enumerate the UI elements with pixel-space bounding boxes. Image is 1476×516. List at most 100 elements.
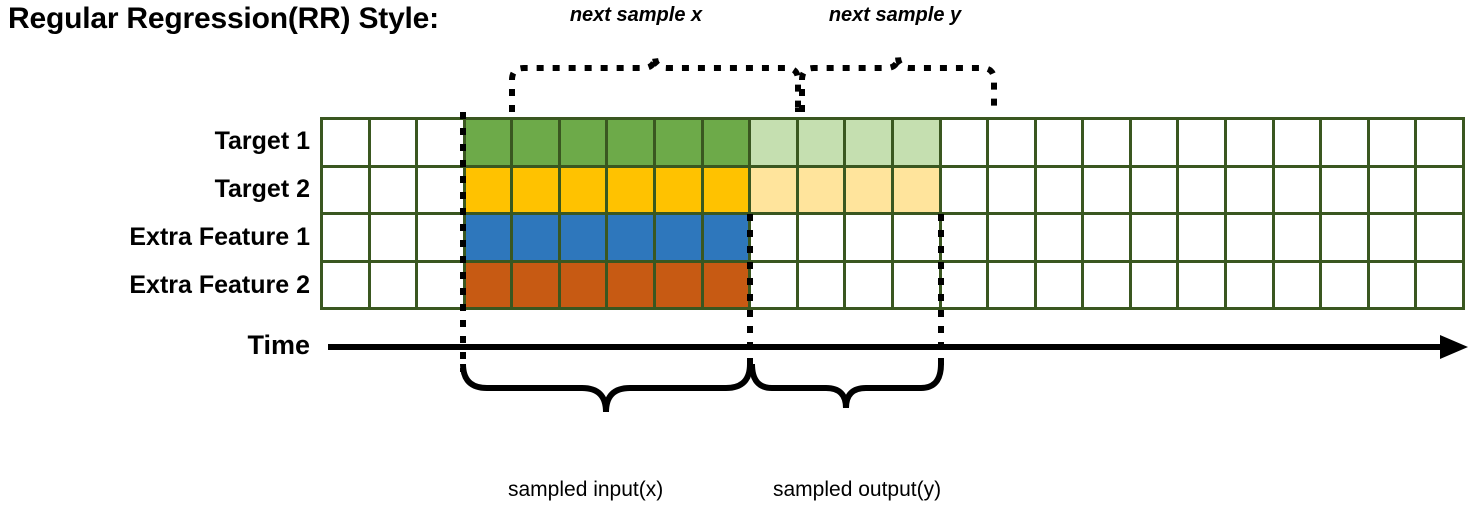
caption-sampled-input: sampled input(x) lookback=6 input_featur… — [508, 421, 707, 516]
grid-cell — [893, 167, 939, 212]
grid-cell — [1036, 167, 1082, 212]
grid-cell — [418, 120, 463, 165]
grid-cell — [703, 167, 749, 212]
time-axis-arrow — [328, 335, 1468, 359]
row-label-column: Target 1 Target 2 Extra Feature 1 Extra … — [10, 117, 310, 310]
brace-top-next-sample-y — [799, 55, 997, 112]
grid-cell — [703, 215, 749, 260]
grid-cell — [798, 120, 844, 165]
grid-cell — [989, 167, 1034, 212]
grid-cell — [418, 215, 463, 260]
row-label-target-1: Target 1 — [214, 127, 310, 155]
grid-cell — [1322, 167, 1367, 212]
grid-cell — [656, 262, 701, 307]
grid-cell — [1226, 167, 1272, 212]
caption-output-line-1: sampled output(y) — [773, 477, 942, 501]
grid-cell — [941, 262, 987, 307]
grid-cell — [1417, 262, 1462, 307]
grid-cell — [1226, 120, 1272, 165]
grid-cell — [1036, 262, 1082, 307]
grid-cell — [1084, 120, 1129, 165]
time-axis-label: Time — [247, 330, 310, 360]
grid-cell — [1179, 120, 1224, 165]
grid-row-extra-feature-2 — [323, 262, 1462, 307]
grid-cell — [1226, 215, 1272, 260]
grid-cell — [608, 120, 654, 165]
grid-cell — [941, 120, 987, 165]
grid-cell — [1131, 262, 1177, 307]
grid-cell — [608, 167, 654, 212]
grid-cell — [370, 120, 416, 165]
grid-cell — [893, 215, 939, 260]
grid-cell — [1036, 120, 1082, 165]
grid-cell — [608, 215, 654, 260]
grid-cell — [893, 262, 939, 307]
grid-cell — [989, 120, 1034, 165]
grid-cell — [560, 167, 606, 212]
grid-cell — [1274, 262, 1320, 307]
grid-cell — [1131, 167, 1177, 212]
annotation-next-sample-x: next sample x — [569, 4, 703, 26]
grid-cell — [1369, 120, 1415, 165]
grid-cell — [370, 167, 416, 212]
row-label-extra-feature-1: Extra Feature 1 — [129, 223, 310, 251]
grid-cell — [513, 215, 558, 260]
grid-cell — [1179, 215, 1224, 260]
grid-cell — [323, 167, 368, 212]
caption-input-line-1: sampled input(x) — [508, 477, 664, 501]
grid-cell — [465, 167, 511, 212]
grid-cell — [846, 167, 891, 212]
grid-cell — [1226, 262, 1272, 307]
grid-cell — [941, 215, 987, 260]
grid-cell — [1084, 262, 1129, 307]
grid-cell — [1322, 262, 1367, 307]
row-label-extra-feature-2: Extra Feature 2 — [129, 271, 310, 299]
grid-cell — [323, 215, 368, 260]
grid-row-extra-feature-1 — [323, 215, 1462, 260]
grid-cell — [1322, 215, 1367, 260]
timeseries-grid — [320, 117, 1465, 310]
brace-top-next-sample-x — [509, 55, 801, 112]
grid-cell — [370, 262, 416, 307]
caption-sampled-output: sampled output(y) horizon=4 output_featu… — [773, 421, 985, 516]
grid-cell — [370, 215, 416, 260]
grid-cell — [656, 120, 701, 165]
grid-cell — [751, 167, 796, 212]
brace-bottom-sampled-input — [460, 363, 753, 413]
grid-cell — [893, 120, 939, 165]
grid-cell — [1417, 120, 1462, 165]
grid-cell — [513, 167, 558, 212]
grid-cell — [941, 167, 987, 212]
grid-cell — [1369, 167, 1415, 212]
grid-cell — [798, 167, 844, 212]
grid-row-target-1 — [323, 120, 1462, 165]
brace-bottom-sampled-output — [749, 363, 944, 409]
grid-cell — [465, 215, 511, 260]
grid-cell — [656, 167, 701, 212]
grid-cell — [989, 262, 1034, 307]
grid-cell — [1322, 120, 1367, 165]
grid-cell — [560, 262, 606, 307]
grid-cell — [1369, 262, 1415, 307]
grid-cell — [1179, 167, 1224, 212]
grid-cell — [608, 262, 654, 307]
grid-cell — [1274, 120, 1320, 165]
grid-cell — [989, 215, 1034, 260]
grid-cell — [1369, 215, 1415, 260]
grid-cell — [751, 262, 796, 307]
grid-cell — [751, 215, 796, 260]
row-label-target-2: Target 2 — [214, 175, 310, 203]
grid-cell — [1179, 262, 1224, 307]
grid-cell — [1131, 120, 1177, 165]
grid-cell — [703, 262, 749, 307]
grid-cell — [1417, 167, 1462, 212]
grid-row-target-2 — [323, 167, 1462, 212]
grid-cell — [465, 262, 511, 307]
grid-cell — [560, 215, 606, 260]
grid-cell — [323, 120, 368, 165]
grid-cell — [703, 120, 749, 165]
grid-cell — [846, 262, 891, 307]
grid-cell — [846, 215, 891, 260]
grid-cell — [513, 262, 558, 307]
grid-cell — [418, 262, 463, 307]
